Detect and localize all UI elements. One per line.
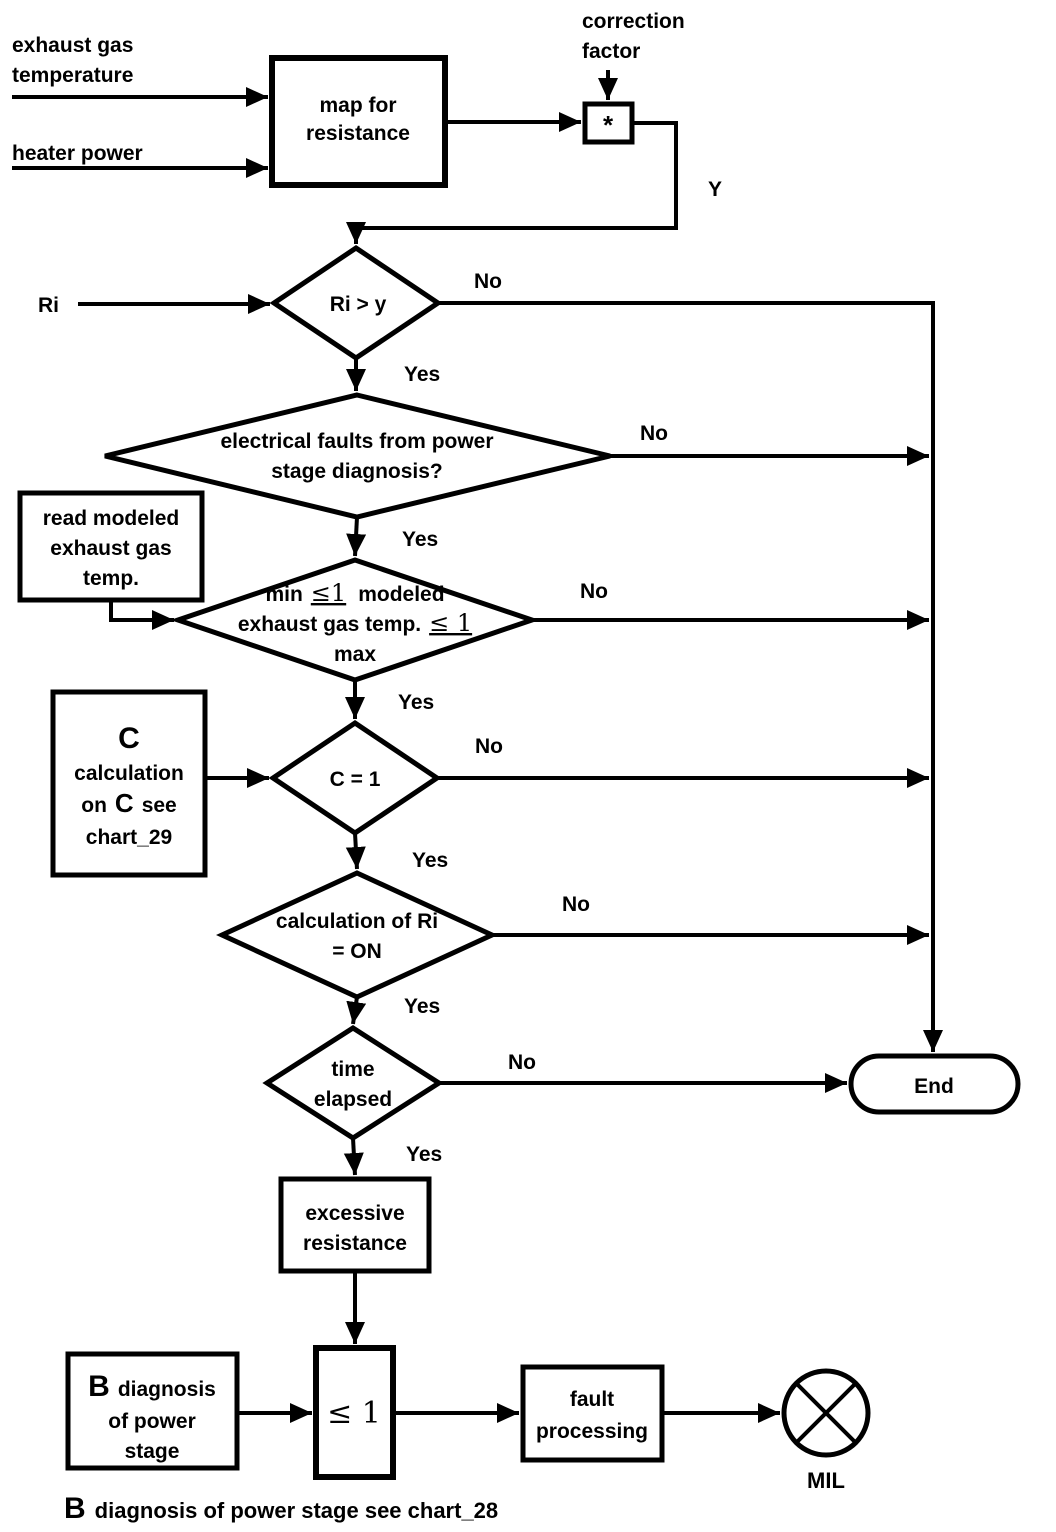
c-eq-1-yes-label: Yes bbox=[412, 849, 448, 872]
elec-faults-no-label: No bbox=[640, 422, 668, 445]
map-box-label-line1: map for bbox=[319, 94, 396, 117]
mil-label: MIL bbox=[807, 1468, 845, 1493]
fault-label-line1: fault bbox=[570, 1388, 614, 1411]
ri-calc-yes-label: Yes bbox=[404, 995, 440, 1018]
electrical-faults-diamond bbox=[104, 392, 611, 520]
read-modeled-label-line3: temp. bbox=[83, 567, 139, 590]
elec-faults-label-line2: stage diagnosis? bbox=[271, 460, 443, 483]
end-terminator bbox=[848, 1053, 1021, 1115]
c-box-label-line4: chart_29 bbox=[86, 826, 172, 849]
ri-calc-label-line2: = ON bbox=[332, 940, 382, 963]
time-elapsed-diamond bbox=[262, 1025, 444, 1141]
elec-faults-label-line1: electrical faults from power bbox=[220, 430, 493, 453]
edge-time-elapsed-yes bbox=[343, 1137, 364, 1176]
edge-label-y: Y bbox=[708, 178, 722, 201]
minmax-yes-label: Yes bbox=[398, 691, 434, 714]
end-label: End bbox=[914, 1075, 954, 1098]
multiply-label: * bbox=[603, 110, 614, 140]
c-eq-1-diamond bbox=[268, 719, 442, 837]
map-box-label-line2: resistance bbox=[306, 122, 410, 145]
edge-read-modeled-to-minmax bbox=[109, 600, 174, 630]
b-box-label-line2: of power bbox=[108, 1410, 196, 1433]
map-for-resistance-box bbox=[269, 55, 448, 188]
elec-faults-yes-label: Yes bbox=[402, 528, 438, 551]
edge-ri-calc-yes bbox=[346, 996, 367, 1025]
ri-calc-no-label: No bbox=[562, 893, 590, 916]
minmax-label-line3: max bbox=[334, 643, 376, 666]
excessive-label-line1: excessive bbox=[305, 1202, 404, 1225]
exhaust-temp-label-line1: exhaust gas bbox=[12, 34, 133, 57]
time-elapsed-yes-label: Yes bbox=[406, 1143, 442, 1166]
ri-calc-label-line1: calculation of Ri bbox=[276, 910, 438, 933]
ri-gt-y-label: Ri > y bbox=[330, 293, 387, 316]
ri-calc-on-diamond bbox=[216, 870, 498, 1000]
ri-gt-y-yes-label: Yes bbox=[404, 363, 440, 386]
minmax-diamond bbox=[170, 557, 540, 683]
time-elapsed-label-line1: time bbox=[331, 1058, 374, 1081]
excessive-label-line2: resistance bbox=[303, 1232, 407, 1255]
ri-gt-y-no-label: No bbox=[474, 270, 502, 293]
fault-processing-box bbox=[520, 1364, 665, 1463]
c-eq-1-no-label: No bbox=[475, 735, 503, 758]
b-box-label-line3: stage bbox=[125, 1440, 180, 1463]
ri-input-label: Ri bbox=[38, 294, 59, 317]
edge-c-eq-1-yes bbox=[345, 832, 366, 870]
le1-gate-box bbox=[313, 1345, 396, 1480]
read-modeled-label-line2: exhaust gas bbox=[50, 537, 171, 560]
le1-gate-label: ≤ 1 bbox=[327, 1396, 381, 1431]
excessive-resistance-box bbox=[278, 1176, 432, 1274]
edge-ri-gt-y-no-to-end bbox=[438, 301, 943, 1052]
correction-factor-label-line2: factor bbox=[582, 40, 640, 63]
time-elapsed-label-line2: elapsed bbox=[314, 1088, 392, 1111]
fault-label-line2: processing bbox=[536, 1420, 648, 1443]
heater-power-label: heater power bbox=[12, 142, 143, 165]
exhaust-temp-label-line2: temperature bbox=[12, 64, 133, 87]
edge-elec-faults-yes bbox=[346, 516, 367, 557]
ri-gt-y-diamond bbox=[269, 244, 443, 362]
b-diagnosis-box bbox=[65, 1351, 240, 1471]
minmax-no-label: No bbox=[580, 580, 608, 603]
edge-multiply-to-ri-gt-y bbox=[346, 121, 678, 244]
c-eq-1-label: C = 1 bbox=[330, 768, 381, 791]
minmax-label-line2: exhaust gas temp.≤ 1 bbox=[238, 609, 472, 637]
c-calculation-box bbox=[50, 689, 208, 878]
time-elapsed-no-label: No bbox=[508, 1051, 536, 1074]
mil-lamp-cross-line-2 bbox=[794, 1381, 858, 1445]
c-box-label-line1: C bbox=[118, 722, 140, 755]
read-modeled-label-line1: read modeled bbox=[43, 507, 180, 530]
c-box-label-line2: calculation bbox=[74, 762, 184, 785]
multiply-box bbox=[582, 101, 635, 145]
read-modeled-box bbox=[17, 490, 205, 603]
correction-factor-label-line1: correction bbox=[582, 10, 685, 33]
